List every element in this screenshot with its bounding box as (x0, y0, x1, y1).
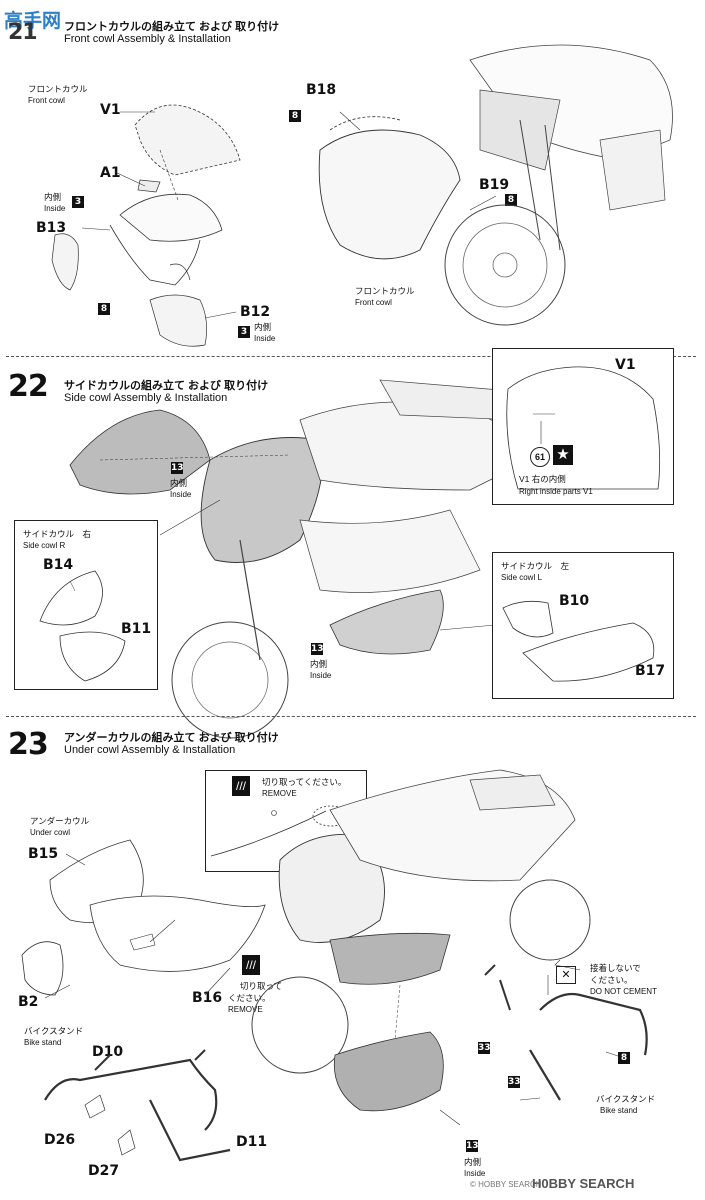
front-cowl2-label-en: Front cowl (355, 298, 392, 307)
badge-8: 8 (505, 194, 517, 206)
cut-icon: /// (242, 955, 260, 975)
footer-copyright: © HOBBY SEARCH (470, 1180, 542, 1189)
badge-3: 3 (238, 326, 250, 338)
front-cowl-label-en: Front cowl (28, 96, 65, 105)
side-cowl-left-box: サイドカウル 左 Side cowl L B10 B17 (492, 552, 674, 699)
remove-jp: 切り取ってください。 (262, 777, 347, 787)
step21-title-jp: フロントカウルの組み立て および 取り付け (64, 21, 280, 33)
step22-number: 22 (8, 369, 49, 404)
badge-8: 8 (618, 1052, 630, 1064)
decal-number: 61 (534, 452, 545, 462)
part-a1-label: A1 (100, 165, 121, 181)
badge-33: 33 (508, 1076, 521, 1088)
side-cowl-r-jp: サイドカウル 右 (23, 529, 92, 539)
hobby-search-watermark: H0BBY SEARCH (532, 1176, 634, 1191)
inside-label-en: Inside (254, 334, 276, 343)
side-cowl-installation-illustration (69, 379, 531, 739)
part-b19-label: B19 (479, 177, 510, 193)
bike-stand-jp: バイクスタンド (24, 1026, 84, 1036)
inside-label-jp: 内側 (170, 478, 188, 488)
remove-en: REMOVE (262, 789, 297, 798)
v1-inside-jp: V1 右の内側 (519, 474, 566, 484)
part-b2-label: B2 (18, 994, 39, 1010)
part-d26-label: D26 (44, 1132, 76, 1148)
inside-label-jp: 内側 (44, 192, 62, 202)
step23-title-jp: アンダーカウルの組み立て および 取り付け (64, 732, 279, 744)
watermark-logo: 高手网 (4, 6, 61, 33)
step22-title-en: Side cowl Assembly & Installation (64, 392, 228, 404)
part-b15-label: B15 (28, 846, 59, 862)
remove2-jp1: 切り取って (240, 981, 283, 991)
bike-stand-en: Bike stand (24, 1038, 62, 1047)
step23-number: 23 (8, 727, 49, 762)
side-cowl-left-drawing (502, 600, 655, 682)
v1-inside-en: Right inside parts V1 (519, 487, 593, 496)
part-d27-label: D27 (88, 1163, 120, 1179)
no-cement-icon: ✕ (556, 966, 576, 984)
step21-title-en: Front cowl Assembly & Installation (64, 33, 231, 45)
front-cowl2-label-jp: フロントカウル (355, 286, 415, 296)
front-cowl-label-jp: フロントカウル (28, 84, 88, 94)
front-cowl-exploded-illustration (51, 44, 673, 347)
inside-label-en: Inside (310, 671, 332, 680)
no-cement-jp: 接着しないで (590, 963, 641, 973)
part-b17-label: B17 (635, 663, 666, 679)
part-d10-label: D10 (92, 1044, 124, 1060)
part-b10-label: B10 (559, 593, 590, 609)
inside-label-jp: 内側 (464, 1157, 482, 1167)
part-v1-label: V1 (100, 102, 121, 118)
side-cowl-right-box: サイドカウル 右 Side cowl R B14 B11 (14, 520, 158, 690)
section-divider (6, 356, 696, 357)
side-cowl-r-en: Side cowl R (23, 541, 66, 550)
step22-title-jp: サイドカウルの組み立て および 取り付け (64, 380, 269, 392)
under-cowl-jp: アンダーカウル (30, 816, 90, 826)
badge-13: 13 (171, 462, 184, 474)
part-b12-label: B12 (240, 304, 271, 320)
inside-label-jp: 内側 (310, 659, 328, 669)
part-b11-label: B11 (121, 621, 152, 637)
step23-title-en: Under cowl Assembly & Installation (64, 744, 236, 756)
no-cement-jp2: ください。 (590, 975, 633, 985)
badge-33: 33 (478, 1042, 491, 1054)
part-b16-label: B16 (192, 990, 223, 1006)
watermark-text: 高手网 (4, 10, 62, 32)
inside-label-en: Inside (170, 490, 192, 499)
section-divider (6, 716, 696, 717)
inside-label-en: Inside (44, 204, 66, 213)
remove2-jp2: ください。 (228, 993, 271, 1003)
badge-3: 3 (72, 196, 84, 208)
cut-icon: /// (232, 776, 250, 796)
side-cowl-l-jp: サイドカウル 左 (501, 561, 570, 571)
no-cement-en: DO NOT CEMENT (590, 987, 657, 996)
bike-stand2-jp: バイクスタンド (596, 1094, 656, 1104)
under-cowl-en: Under cowl (30, 828, 71, 837)
badge-8: 8 (98, 303, 110, 315)
badge-13: 13 (466, 1140, 479, 1152)
inside-label-jp: 内側 (254, 322, 272, 332)
badge-8: 8 (289, 110, 301, 122)
copyright-mark: H0BBY SEARCH (532, 1176, 635, 1191)
part-d11-label: D11 (236, 1134, 268, 1150)
side-cowl-l-en: Side cowl L (501, 573, 542, 582)
under-cowl-installation-illustration (21, 769, 648, 1162)
part-b18-label: B18 (306, 82, 337, 98)
decal-61-marker: 61 (530, 447, 550, 467)
badge-13: 13 (311, 643, 324, 655)
star-icon: ★ (553, 445, 573, 465)
v1-inside-detail-box: V1 61 ★ V1 右の内側 Right inside parts V1 (492, 348, 674, 505)
part-b14-label: B14 (43, 557, 74, 573)
step21-number: 21 (8, 20, 38, 45)
side-cowl-right-drawing (39, 570, 126, 682)
v1-label: V1 (615, 357, 636, 373)
remove2-en: REMOVE (228, 1005, 263, 1014)
part-b13-label: B13 (36, 220, 67, 236)
inside-label-en: Inside (464, 1169, 486, 1178)
bike-stand2-en: Bike stand (600, 1106, 638, 1115)
